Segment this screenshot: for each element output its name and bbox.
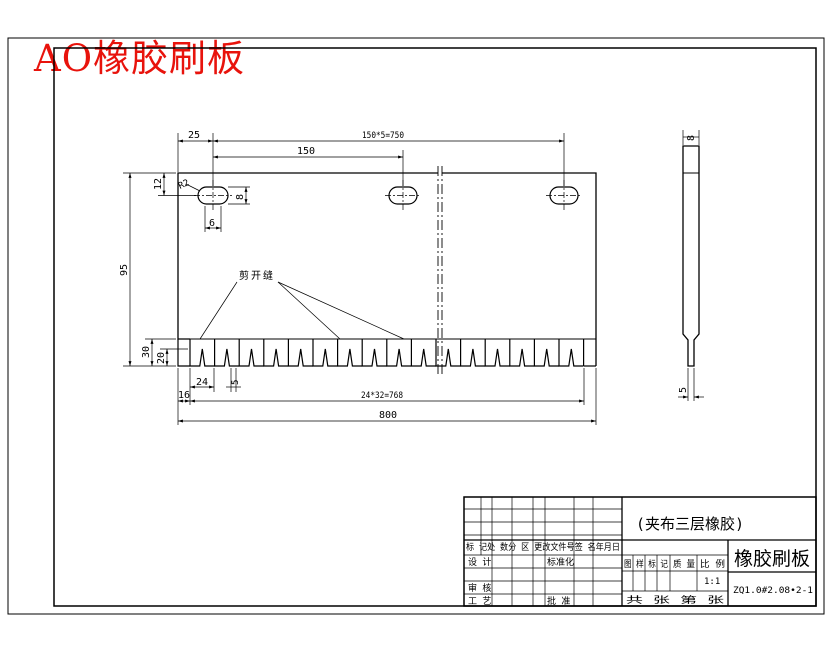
dim-12: 12 [153,178,164,190]
dim-8: 8 [235,194,246,200]
front-dimensions [123,133,597,425]
tb-sheets: 共 张 第 张 [626,594,724,606]
dim-800: 800 [379,410,397,421]
inner-border [53,47,817,607]
tb-design: 设 计 [468,556,491,568]
outer-border [7,37,825,615]
break-line [437,166,443,375]
title-block [463,496,817,607]
side-view [678,130,704,401]
tb-standardize: 标准化 [547,556,574,568]
dim-20: 20 [156,352,167,364]
dim-95: 95 [119,264,130,276]
teeth-profile [177,339,596,367]
plate-outline-left [177,172,438,340]
front-view [177,166,597,375]
dim-R2: R2 [177,178,191,192]
title-block-text: (夹布三层橡胶) 橡胶刷板 ZQ1.0#2.08•2-1 1:1 标 记处 数分… [466,515,813,607]
dim-side-5: 5 [678,387,689,393]
tb-review: 审 核 [468,582,491,594]
tb-header-row: 标 记处 数分 区 更改文件号签 名年月日 [466,541,620,553]
drawing-title: AO橡胶刷板 [34,37,246,80]
dim-30: 30 [141,346,152,358]
tb-drawing-no: ZQ1.0#2.08•2-1 [733,586,813,596]
dim-24x32: 24*32=768 [361,391,403,401]
tb-scale: 1:1 [704,577,720,587]
dim-150: 150 [297,146,315,157]
side-profile [682,145,700,367]
tb-weight-head: 质 量 [673,558,695,570]
dim-16: 16 [178,390,190,401]
dim-24: 24 [196,377,208,388]
dim-side-8: 8 [686,135,697,141]
tb-scale-head: 比 例 [700,558,725,570]
tb-approve: 批 准 [547,595,570,607]
dim-6: 6 [209,218,215,229]
dim-150x5: 150*5=750 [362,131,404,141]
tb-process: 工 艺 [468,596,491,607]
tb-note: (夹布三层橡胶) [636,515,744,533]
dimension-labels: 25 150*5=750 150 12 R2 8 6 95 30 20 24 5… [119,130,404,421]
tb-part-name: 橡胶刷板 [734,548,810,570]
plate-outline-right [442,172,597,366]
callout-label: 剪开缝 [239,269,275,282]
dim-25: 25 [188,130,200,141]
dim-5-notch: 5 [231,380,241,385]
tb-stage-head: 图 样 标 记 [624,558,668,570]
